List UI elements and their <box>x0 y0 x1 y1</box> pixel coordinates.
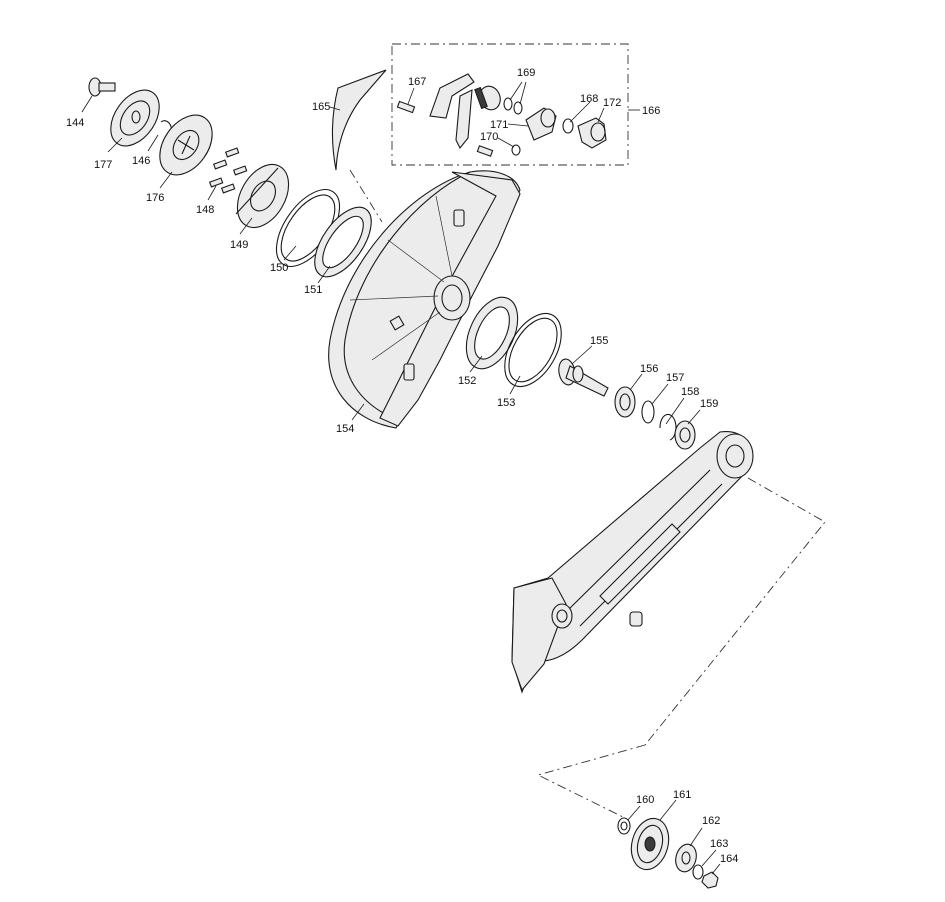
part-162-washer <box>675 843 697 873</box>
label-155: 155 <box>590 335 608 347</box>
part-163-washer <box>692 864 704 880</box>
label-162: 162 <box>702 815 720 827</box>
label-146: 146 <box>132 155 150 167</box>
label-169: 169 <box>517 67 535 79</box>
label-168: 168 <box>580 93 598 105</box>
part-160-washer <box>617 817 631 835</box>
part-165-label <box>331 69 387 171</box>
part-156-bearing <box>614 386 636 418</box>
label-171: 171 <box>490 119 508 131</box>
leader-lines <box>81 81 721 875</box>
label-177: 177 <box>94 159 112 171</box>
label-158: 158 <box>681 386 699 398</box>
part-153-ring <box>504 312 562 388</box>
part-170-ring <box>511 144 521 156</box>
part-158-circlip <box>659 413 677 441</box>
label-167: 167 <box>408 76 426 88</box>
label-165: 165 <box>312 101 330 113</box>
kit-166-dashed-box <box>391 43 629 166</box>
label-144: 144 <box>66 117 84 129</box>
cutting-arm <box>511 431 754 694</box>
part-168-washer <box>562 118 574 134</box>
label-159: 159 <box>700 398 718 410</box>
part-161-pulley <box>630 817 670 871</box>
label-157: 157 <box>666 372 684 384</box>
label-154: 154 <box>336 423 354 435</box>
part-157-washer <box>641 400 655 424</box>
label-151: 151 <box>304 284 322 296</box>
label-149: 149 <box>230 239 248 251</box>
part-176-flange <box>159 114 213 176</box>
part-151-slotted-ring <box>314 206 372 278</box>
label-163: 163 <box>710 838 728 850</box>
label-150: 150 <box>270 262 288 274</box>
label-166: 166 <box>642 105 660 117</box>
assembly-guide-lines <box>349 43 826 819</box>
part-177-flange <box>110 89 160 147</box>
guide-line-clutch <box>536 744 646 819</box>
label-156: 156 <box>640 363 658 375</box>
label-161: 161 <box>673 789 691 801</box>
label-152: 152 <box>458 375 476 387</box>
part-164-nut <box>701 871 719 889</box>
guide-line-arm <box>644 477 826 746</box>
part-155-spindle <box>558 358 609 397</box>
label-176: 176 <box>146 192 164 204</box>
label-148: 148 <box>196 204 214 216</box>
part-152-slotted-ring <box>465 296 519 370</box>
label-164: 164 <box>720 853 738 865</box>
part-144-pin <box>88 77 116 97</box>
part-149-plate <box>235 164 290 228</box>
label-153: 153 <box>497 397 515 409</box>
part-169-washers <box>503 97 523 115</box>
part-166-bracket <box>429 73 501 157</box>
label-160: 160 <box>636 794 654 806</box>
label-170: 170 <box>480 131 498 143</box>
part-171-fitting <box>525 107 557 141</box>
label-172: 172 <box>603 97 621 109</box>
part-154-blade-guard <box>328 170 521 429</box>
part-159-bearing <box>674 420 696 450</box>
part-labels: 144 146 148 149 150 151 152 153 154 155 … <box>66 67 738 865</box>
part-148-screws <box>208 147 248 194</box>
part-172-nut <box>577 117 607 149</box>
part-167-screw <box>396 100 416 114</box>
